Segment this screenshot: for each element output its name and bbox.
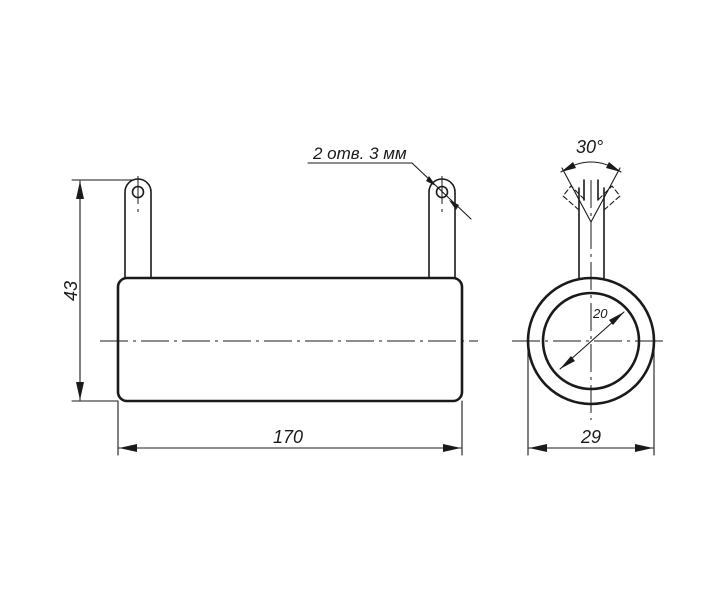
- diameter-dimension: [527, 340, 655, 456]
- diameter-label: 29: [580, 427, 601, 447]
- side-view: 30° 20 29: [512, 137, 668, 456]
- left-terminal: [124, 176, 152, 279]
- right-terminal: [428, 176, 456, 279]
- side-terminal: [562, 179, 621, 279]
- inner-ring: [541, 291, 641, 391]
- angle-dimension: [560, 161, 622, 223]
- angle-label: 30°: [576, 137, 603, 157]
- length-label: 170: [273, 427, 303, 447]
- resistor-body: [116, 276, 464, 403]
- inner-diameter-label: 20: [592, 306, 608, 321]
- holes-leader: [307, 162, 472, 220]
- length-dimension: [117, 400, 463, 456]
- front-view: 2 отв. 3 мм 43 170: [61, 144, 478, 456]
- holes-note-label: 2 отв. 3 мм: [312, 144, 407, 163]
- height-label: 43: [61, 281, 81, 301]
- height-dimension: [71, 179, 133, 402]
- inner-diameter-dimension: [559, 311, 625, 370]
